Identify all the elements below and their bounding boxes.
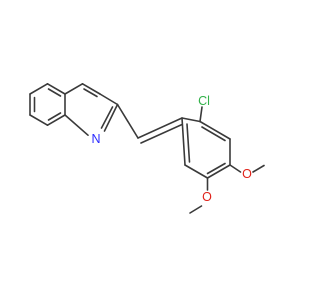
bond: [99, 93, 119, 106]
bond: [199, 120, 231, 140]
bond: [103, 103, 119, 132]
bond: [181, 117, 186, 166]
bond: [46, 83, 66, 95]
lower-methoxy-group: [189, 177, 209, 214]
double-bond-line: [47, 112, 62, 121]
o-ch3-bond: [252, 164, 265, 173]
oxygen-atom-label-lower: O: [202, 190, 212, 204]
bond: [206, 164, 231, 179]
bond: [181, 117, 201, 123]
double-bond-line: [100, 106, 114, 129]
vinyl-linker: [116, 103, 183, 144]
c-cl-bond: [199, 106, 203, 123]
double-bond-line: [201, 126, 226, 142]
oxygen-atom-label-upper: O: [242, 167, 252, 181]
double-bond-line: [186, 123, 191, 163]
c-o-bond: [229, 164, 242, 173]
bond: [64, 114, 89, 136]
bond: [29, 83, 49, 95]
chlorine-atom-label: Cl: [198, 94, 210, 108]
quinoline-pyridine-ring: [64, 83, 119, 136]
double-bond-line: [47, 88, 62, 97]
bond: [29, 114, 49, 126]
molecule-structure-diagram: N Cl O O: [29, 83, 265, 214]
nitrogen-atom-label: N: [91, 132, 100, 146]
double-bond-line: [83, 88, 98, 98]
bond: [81, 83, 101, 95]
structure-svg: N Cl O O: [29, 83, 265, 214]
bond: [184, 164, 209, 179]
o-ch3-bond: [189, 205, 203, 214]
bond: [116, 103, 139, 139]
bond: [137, 117, 183, 139]
dimethoxy-chlorophenyl-ring: [181, 117, 231, 179]
upper-methoxy-group: [229, 164, 265, 173]
double-bond-line: [140, 123, 183, 144]
bond: [46, 114, 66, 126]
double-bond-line: [206, 162, 226, 175]
bond: [64, 83, 84, 95]
quinoline-benzo-ring: [29, 83, 66, 126]
